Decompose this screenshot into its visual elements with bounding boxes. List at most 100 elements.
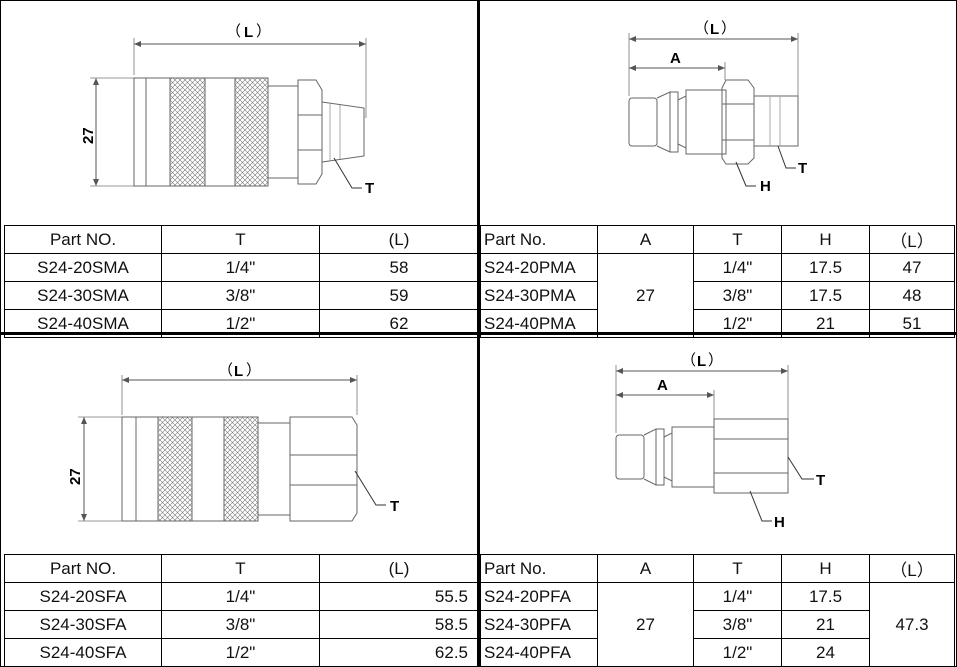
table-header-row: Part NO. T (L): [4, 554, 479, 583]
sma-length-label: L: [244, 24, 253, 41]
part-number-cell: S24-40SFA: [4, 638, 162, 667]
table-header-cell: H: [781, 225, 870, 254]
sfa-coupler-drawing: （ L ） 27 T: [67, 362, 399, 522]
table-row: S24-40PFA 1/2" 24: [480, 638, 955, 667]
length-cell: 58.5: [319, 610, 479, 639]
part-number-cell: S24-30SFA: [4, 610, 162, 639]
sfa-diameter-label: 27: [67, 468, 84, 485]
table-header-cell: Part No.: [480, 554, 598, 583]
thread-cell: 1/4": [161, 253, 320, 282]
pfa-a-label: A: [657, 377, 668, 394]
hex-cell: 17.5: [781, 582, 870, 611]
sfa-spec-table: Part NO. T (L) S24-20SFA 1/4" 55.5 S24-3…: [4, 554, 479, 667]
sfa-section: （ L ） 27 T Part NO. T (L) S24-20SFA 1/4"…: [0, 335, 479, 667]
hex-cell: 17.5: [781, 253, 870, 282]
length-cell: 48: [869, 281, 955, 310]
table-header-cell: A: [597, 225, 694, 254]
part-number-cell: S24-20SMA: [4, 253, 162, 282]
sma-thread-label: T: [365, 180, 374, 197]
table-row: S24-20SFA 1/4" 55.5: [4, 582, 479, 611]
table-row: S24-20PMA 27 1/4" 17.5 47: [480, 253, 955, 338]
middle-divider: [0, 332, 957, 335]
pfa-spec-table: Part No. A T H （L） S24-20PFA 27 1/4" 17.…: [480, 554, 955, 667]
svg-text:）: ）: [708, 352, 723, 369]
part-number-cell: S24-40PMA: [480, 309, 598, 338]
table-row: S24-40SMA 1/2" 62: [4, 309, 479, 338]
table-header-cell: T: [161, 554, 320, 583]
pma-spec-table: Part No. A T H （L） S24-20PMA 27 1/4" 17.…: [480, 225, 955, 338]
table-header-cell: Part NO.: [4, 554, 162, 583]
pma-plug-drawing: （ L ） A T H: [628, 20, 807, 195]
length-cell: 59: [319, 281, 479, 310]
thread-cell: 1/2": [161, 638, 320, 667]
table-header-cell: T: [693, 554, 782, 583]
length-value-cell: 47.3: [869, 582, 955, 667]
pma-a-label: A: [670, 50, 681, 67]
hex-cell: 21: [781, 309, 870, 338]
part-number-cell: S24-40SMA: [4, 309, 162, 338]
table-header-cell: (L): [319, 554, 479, 583]
table-header-cell: T: [693, 225, 782, 254]
pma-section: （ L ） A T H Part No. A T H: [480, 0, 957, 338]
thread-cell: 3/8": [693, 610, 782, 639]
hex-cell: 21: [781, 610, 870, 639]
table-row: S24-40SFA 1/2" 62.5: [4, 638, 479, 667]
thread-cell: 1/4": [693, 582, 782, 611]
thread-cell: 3/8": [693, 281, 782, 310]
table-row: S24-30SFA 3/8" 58.5: [4, 610, 479, 639]
table-header-cell: A: [597, 554, 694, 583]
table-header-row: Part NO. T (L): [4, 225, 479, 254]
thread-cell: 1/4": [161, 582, 320, 611]
length-cell: 62: [319, 309, 479, 338]
svg-text:（: （: [218, 362, 233, 379]
thread-cell: 3/8": [161, 610, 320, 639]
length-cell: 51: [869, 309, 955, 338]
hex-cell: 24: [781, 638, 870, 667]
thread-cell: 1/2": [161, 309, 320, 338]
part-number-cell: S24-30PMA: [480, 281, 598, 310]
table-header-cell: (L): [319, 225, 479, 254]
thread-cell: 3/8": [161, 281, 320, 310]
table-header-row: Part No. A T H （L）: [480, 554, 955, 583]
part-number-cell: S24-30PFA: [480, 610, 598, 639]
pma-thread-label: T: [798, 160, 807, 177]
pfa-length-label: L: [697, 353, 706, 370]
table-header-row: Part No. A T H （L）: [480, 225, 955, 254]
sma-section: （ L ） 27 T Part NO. T (L): [0, 0, 479, 338]
sfa-length-label: L: [234, 363, 243, 380]
sfa-thread-label: T: [390, 498, 399, 515]
pma-length-label: L: [710, 21, 719, 38]
table-header-cell: H: [781, 554, 870, 583]
a-value-cell: 27: [597, 253, 694, 338]
sma-diameter-label: 27: [80, 127, 97, 144]
table-header-cell: （L）: [869, 225, 955, 254]
svg-text:（: （: [694, 20, 709, 37]
part-number-cell: S24-40PFA: [480, 638, 598, 667]
svg-text:（: （: [226, 23, 241, 40]
thread-cell: 1/2": [693, 309, 782, 338]
length-cell: 55.5: [319, 582, 479, 611]
table-header-cell: Part No.: [480, 225, 598, 254]
table-header-cell: Part NO.: [4, 225, 162, 254]
svg-text:）: ）: [256, 23, 271, 40]
table-header-cell: T: [161, 225, 320, 254]
pfa-hex-label: H: [774, 514, 785, 531]
table-header-cell: （L）: [869, 554, 955, 583]
sma-coupler-drawing: （ L ） 27 T: [80, 23, 374, 197]
hex-cell: 17.5: [781, 281, 870, 310]
thread-cell: 1/2": [693, 638, 782, 667]
a-value-cell: 27: [597, 582, 694, 667]
length-cell: 62.5: [319, 638, 479, 667]
pfa-thread-label: T: [816, 472, 825, 489]
table-row: S24-40PMA 1/2" 21 51: [480, 309, 955, 338]
pfa-section: （ L ） A T H Part No. A T H （L） S24-20PFA…: [480, 335, 957, 667]
length-cell: 47: [869, 253, 955, 282]
sma-spec-table: Part NO. T (L) S24-20SMA 1/4" 58 S24-30S…: [4, 225, 479, 338]
svg-text:）: ）: [246, 362, 261, 379]
table-row: S24-30SMA 3/8" 59: [4, 281, 479, 310]
pfa-plug-drawing: （ L ） A T H: [615, 352, 825, 531]
length-cell: 58: [319, 253, 479, 282]
part-number-cell: S24-30SMA: [4, 281, 162, 310]
table-row: S24-20SMA 1/4" 58: [4, 253, 479, 282]
pma-hex-label: H: [760, 178, 771, 195]
